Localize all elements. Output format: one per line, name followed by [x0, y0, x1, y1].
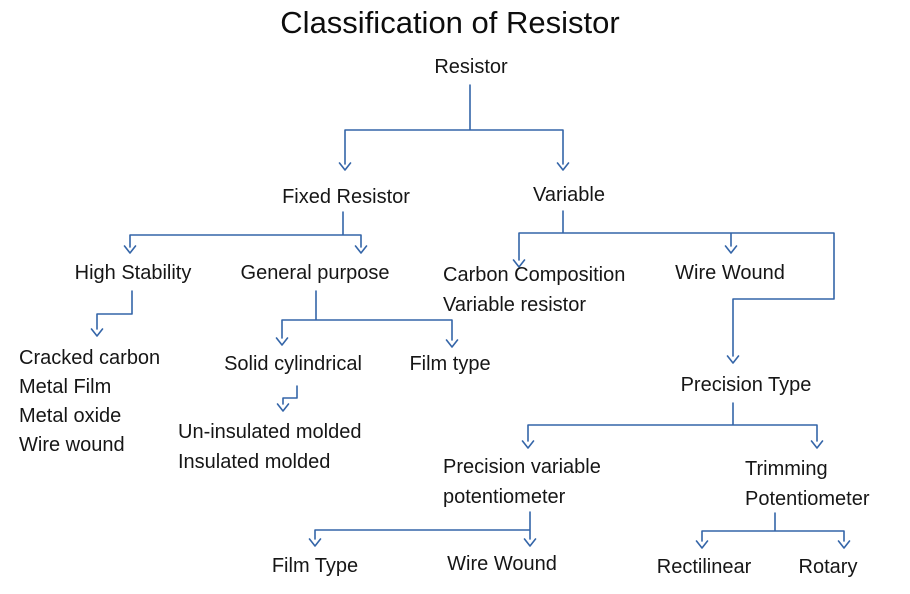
connector-general-purpose-children [275, 290, 459, 348]
node-trimming-line2: Potentiometer [745, 488, 870, 510]
node-resistor: Resistor [434, 56, 508, 78]
node-general-purpose: General purpose [240, 262, 390, 284]
list-item-cracked-carbon: Cracked carbon [19, 347, 161, 369]
node-rectilinear: Rectilinear [656, 556, 752, 578]
node-carbon-composition: Carbon Composition Variable resistor [443, 260, 625, 320]
connector-root-children [338, 84, 570, 171]
node-film-type-potentiometer: Film Type [271, 555, 359, 577]
node-high-stability: High Stability [74, 262, 192, 284]
connector-high-stability-types [90, 290, 133, 337]
node-precision-variable-potentiometer: Precision variable potentiometer [443, 452, 601, 512]
node-wire-wound-potentiometer: Wire Wound [447, 553, 557, 575]
node-trimming-line1: Trimming [745, 458, 828, 480]
connector-variable-children [512, 210, 835, 364]
node-wire-wound-variable: Wire Wound [675, 262, 785, 284]
diagram-title: Classification of Resistor [280, 5, 620, 40]
connector-trimming-potentiometer-children [695, 512, 851, 549]
node-carbon-composition-line2: Variable resistor [443, 294, 587, 316]
node-carbon-composition-line1: Carbon Composition [443, 264, 626, 286]
node-film-type-general: Film type [409, 353, 491, 375]
node-trimming-potentiometer: Trimming Potentiometer [745, 454, 870, 514]
node-precision-variable-line1: Precision variable [443, 456, 601, 478]
connector-solid-cylindrical-types [276, 385, 298, 412]
connector-precision-potentiometer-children [308, 511, 537, 547]
node-high-stability-types: Cracked carbon Metal Film Metal oxide Wi… [19, 344, 160, 460]
list-item-wire-wound: Wire wound [19, 434, 125, 456]
list-item-uninsulated-molded: Un-insulated molded [178, 421, 362, 443]
node-solid-cylindrical: Solid cylindrical [224, 353, 362, 375]
connector-fixed-children [123, 211, 368, 254]
node-precision-variable-line2: potentiometer [443, 486, 566, 508]
node-precision-type: Precision Type [680, 374, 812, 396]
node-solid-cylindrical-types: Un-insulated molded Insulated molded [178, 417, 361, 477]
list-item-metal-film: Metal Film [19, 376, 112, 398]
node-variable: Variable [533, 184, 605, 206]
list-item-insulated-molded: Insulated molded [178, 451, 331, 473]
list-item-metal-oxide: Metal oxide [19, 405, 122, 427]
node-rotary: Rotary [798, 556, 858, 578]
node-fixed-resistor: Fixed Resistor [282, 186, 410, 208]
connector-precision-type-children [521, 402, 824, 449]
